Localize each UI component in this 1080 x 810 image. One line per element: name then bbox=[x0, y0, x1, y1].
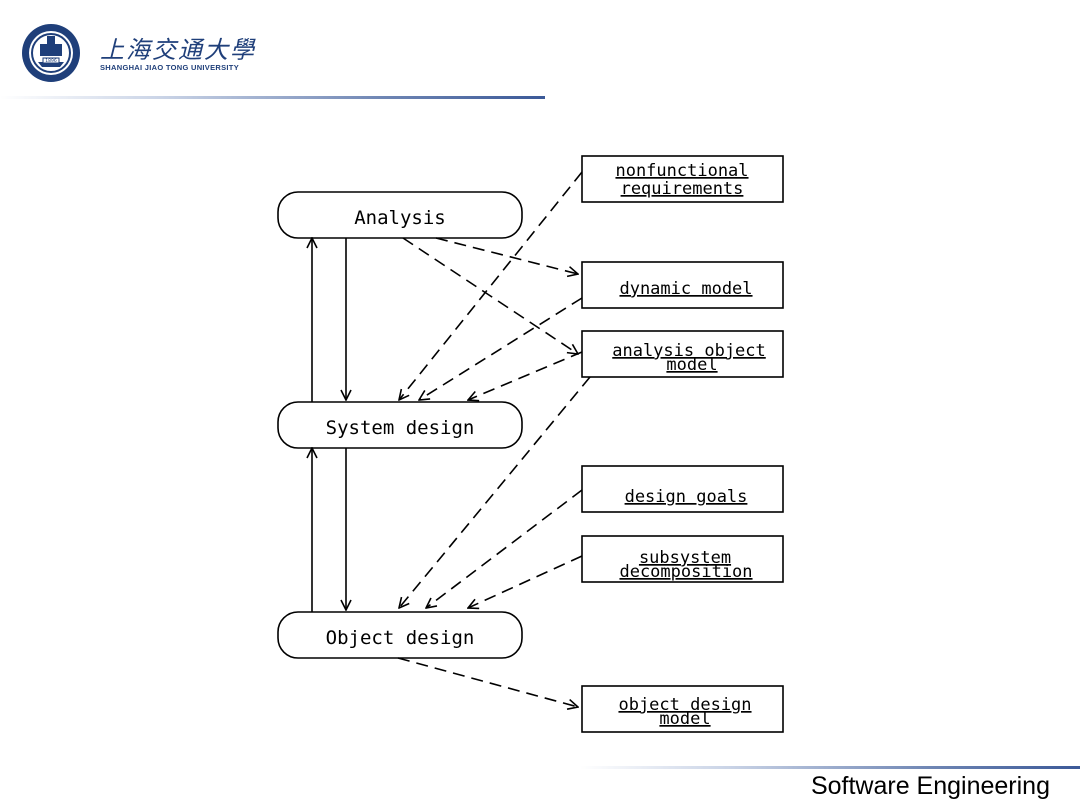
product-object-design-model: object design model bbox=[581, 685, 784, 733]
flow-analysis-object-model-to-object-design bbox=[399, 376, 591, 608]
product-analysis-object-model: analysis object model bbox=[581, 330, 784, 378]
product-design-goals: design goals bbox=[581, 465, 784, 513]
product-nonfunctional-requirements: nonfunctional requirements bbox=[581, 155, 784, 203]
product-subsystem-decomposition: subsystem decomposition bbox=[581, 535, 784, 583]
header-divider bbox=[0, 96, 545, 99]
activity-analysis-label: Analysis bbox=[354, 207, 446, 229]
subsystem-label-line1: subsystem bbox=[639, 548, 731, 568]
university-emblem-icon: 1896 bbox=[22, 24, 80, 82]
university-name-en: SHANGHAI JIAO TONG UNIVERSITY bbox=[100, 63, 239, 72]
flow-object-design-to-object-design-model bbox=[397, 657, 578, 707]
university-name-cn: 上海交通大學 bbox=[100, 36, 256, 64]
flow-design-goals-to-object-design bbox=[426, 489, 583, 608]
activity-analysis: Analysis bbox=[277, 191, 523, 239]
footer-course-title: Software Engineering bbox=[810, 772, 1050, 800]
object-design-model-label-line1: object design bbox=[618, 695, 751, 715]
analysis-object-label-line1: analysis object bbox=[612, 341, 766, 361]
dynamic-model-label: dynamic model bbox=[619, 279, 752, 299]
analysis-object-label-line2: model bbox=[666, 355, 717, 375]
flow-analysis-to-dynamic-model bbox=[435, 237, 578, 274]
subsystem-label-line2: decomposition bbox=[619, 562, 752, 582]
flow-analysis-object-model-to-system-design bbox=[468, 351, 583, 400]
nonfunctional-label-line2: requirements bbox=[621, 179, 744, 199]
emblem-year: 1896 bbox=[45, 58, 57, 64]
footer-divider bbox=[580, 766, 1080, 769]
product-dynamic-model: dynamic model bbox=[581, 261, 784, 309]
flow-analysis-to-analysis-object-model bbox=[402, 237, 578, 354]
design-goals-label: design goals bbox=[625, 487, 748, 507]
activity-object-design: Object design bbox=[277, 611, 523, 659]
slide-header: 1896 上海交通大學 SHANGHAI JIAO TONG UNIVERSIT… bbox=[0, 0, 1080, 110]
flow-subsystem-decomposition-to-object-design bbox=[468, 555, 583, 608]
activity-system-design: System design bbox=[277, 401, 523, 449]
flow-dynamic-model-to-system-design bbox=[419, 297, 583, 400]
object-design-model-label-line2: model bbox=[659, 709, 710, 729]
activity-system-design-label: System design bbox=[326, 417, 475, 439]
nonfunctional-label-line1: nonfunctional bbox=[615, 161, 748, 181]
activity-object-design-label: Object design bbox=[326, 627, 475, 649]
flow-nonfunctional-to-system-design bbox=[399, 171, 583, 400]
